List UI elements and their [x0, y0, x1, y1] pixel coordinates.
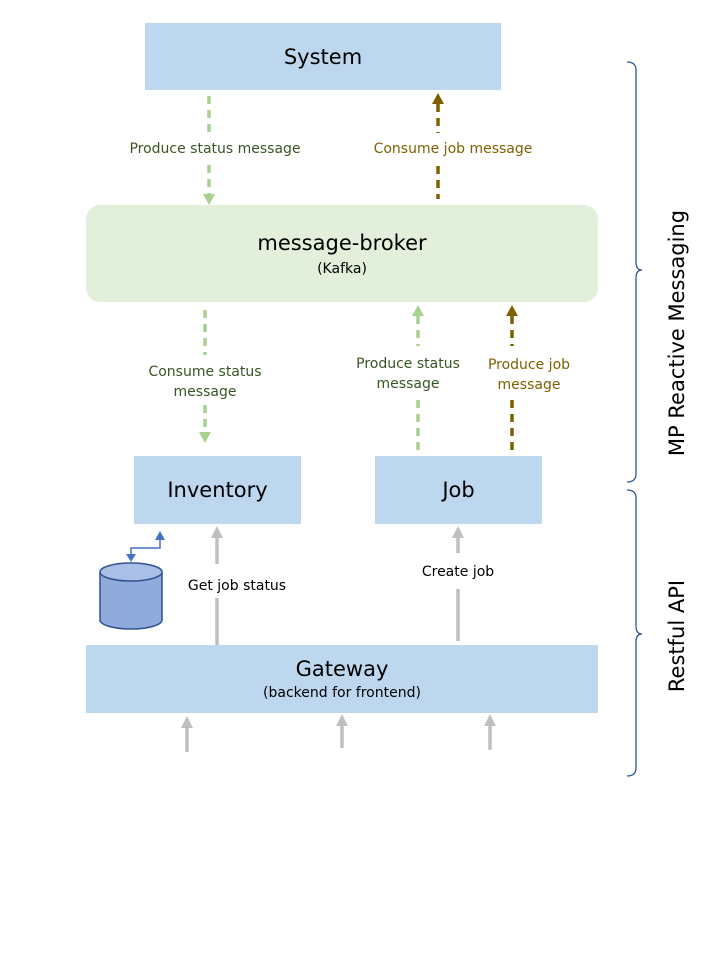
consume-job-label: Consume job message [373, 141, 533, 157]
database-icon [99, 562, 163, 630]
gateway-box: Gateway (backend for frontend) [86, 645, 598, 713]
produce-job-line1: Produce job [487, 357, 571, 373]
message-broker-subtitle: (Kafka) [317, 260, 367, 277]
restful-api-label: Restful API [665, 579, 689, 693]
consume-status-arrow [199, 310, 211, 443]
consume-job-arrow [432, 93, 444, 199]
gateway-subtitle: (backend for frontend) [263, 685, 421, 701]
mp-brace [626, 61, 643, 483]
mp-reactive-messaging-label: MP Reactive Messaging [665, 209, 689, 457]
get-job-status-arrow [211, 526, 223, 645]
inventory-label: Inventory [167, 478, 268, 502]
rest-brace [626, 489, 643, 777]
consume-status-line1: Consume status [148, 364, 262, 380]
produce-status-arrow-top [203, 96, 215, 205]
produce-status-mid-line1: Produce status [356, 356, 460, 372]
job-box: Job [375, 456, 542, 524]
produce-status-mid-label: Produce status message [340, 354, 476, 394]
gateway-title: Gateway [295, 657, 389, 681]
produce-status-arrow-mid [412, 305, 424, 455]
get-job-status-label: Get job status [187, 578, 287, 594]
incoming-arrows [181, 714, 496, 752]
create-job-label: Create job [421, 564, 495, 580]
message-broker-box: message-broker (Kafka) [86, 205, 598, 302]
produce-job-label: Produce job message [474, 355, 584, 395]
create-job-arrow [452, 526, 464, 641]
produce-job-line2: message [497, 377, 561, 393]
produce-status-top-label: Produce status message [129, 141, 301, 157]
consume-status-line2: message [173, 384, 237, 400]
job-label: Job [442, 478, 475, 502]
consume-status-label: Consume status message [130, 362, 280, 402]
produce-job-arrow [506, 305, 518, 455]
produce-status-mid-line2: message [376, 376, 440, 392]
system-label: System [283, 44, 363, 69]
database-connector [126, 531, 165, 562]
inventory-box: Inventory [134, 456, 301, 524]
system-box: System [145, 23, 501, 90]
message-broker-title: message-broker [257, 230, 427, 255]
